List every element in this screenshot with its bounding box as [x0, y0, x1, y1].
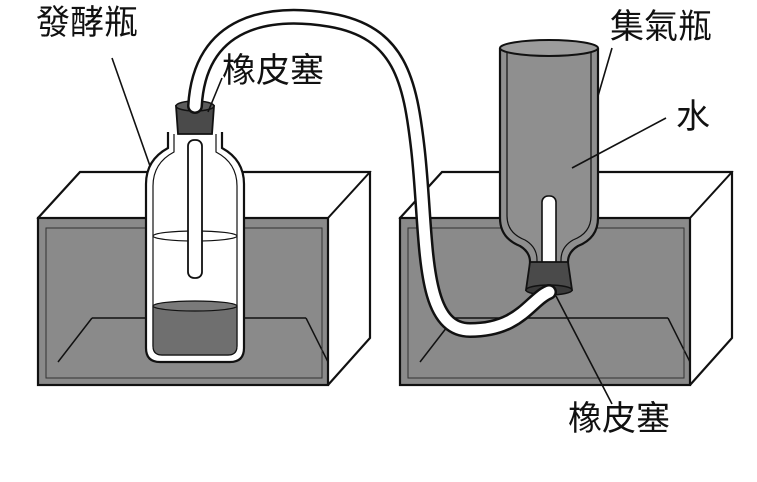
label-fermentation-bottle: 發酵瓶 — [36, 3, 138, 43]
leader-water — [571, 117, 667, 169]
gas-collecting-bottle — [498, 39, 600, 278]
leader-stopper-left — [207, 77, 223, 113]
label-rubber-stopper-bottom: 橡皮塞 — [568, 399, 670, 439]
inner-glass-tube — [187, 139, 203, 279]
leader-lines — [111, 47, 667, 405]
fermentation-bottle — [144, 132, 246, 364]
label-water: 水 — [676, 97, 710, 137]
collecting-inner-tube — [541, 195, 557, 269]
label-gas-collecting-bottle: 集氣瓶 — [610, 7, 712, 47]
leader-fermentation-bottle — [111, 57, 151, 167]
label-rubber-stopper-left: 橡皮塞 — [222, 51, 324, 91]
leader-gas-bottle — [597, 47, 613, 97]
connecting-tube — [187, 8, 557, 339]
leader-stopper-bottom — [555, 295, 613, 405]
fermenting-liquid — [152, 305, 238, 356]
